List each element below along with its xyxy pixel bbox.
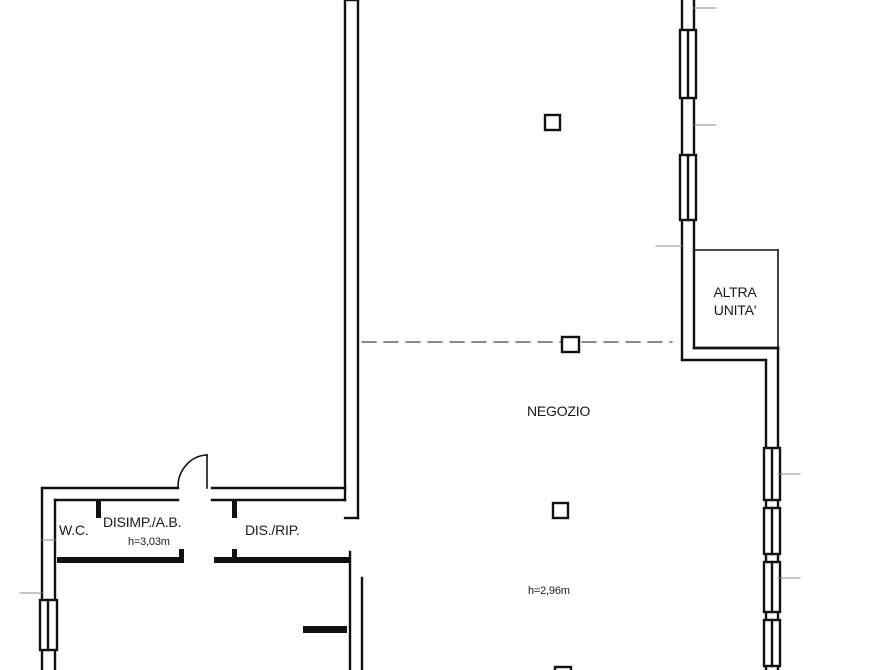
pillar bbox=[560, 335, 581, 354]
pillar bbox=[543, 113, 562, 132]
altra-unita-label-line2: UNITA' bbox=[713, 302, 757, 318]
right-exterior-wall-upper bbox=[678, 0, 698, 362]
left-partition-wall bbox=[343, 0, 360, 520]
negozio-height-label: h=2,96m bbox=[528, 585, 570, 597]
dimension-ticks bbox=[19, 7, 801, 594]
dis-rip-label: DIS./RIP. bbox=[245, 522, 300, 538]
door-swing bbox=[177, 454, 208, 489]
right-exterior-wall-lower bbox=[680, 346, 782, 670]
altra-unita-label-line1: ALTRA bbox=[713, 284, 757, 300]
negozio-label: NEGOZIO bbox=[527, 403, 591, 419]
service-block-walls bbox=[38, 486, 360, 670]
corridor-walls bbox=[57, 500, 364, 670]
pillar bbox=[551, 501, 570, 520]
wc-label: W.C. bbox=[59, 522, 89, 538]
disimp-ab-label: DISIMP./A.B. bbox=[103, 514, 182, 530]
pillar bbox=[553, 665, 573, 670]
disimp-height-label: h=3,03m bbox=[128, 536, 170, 548]
